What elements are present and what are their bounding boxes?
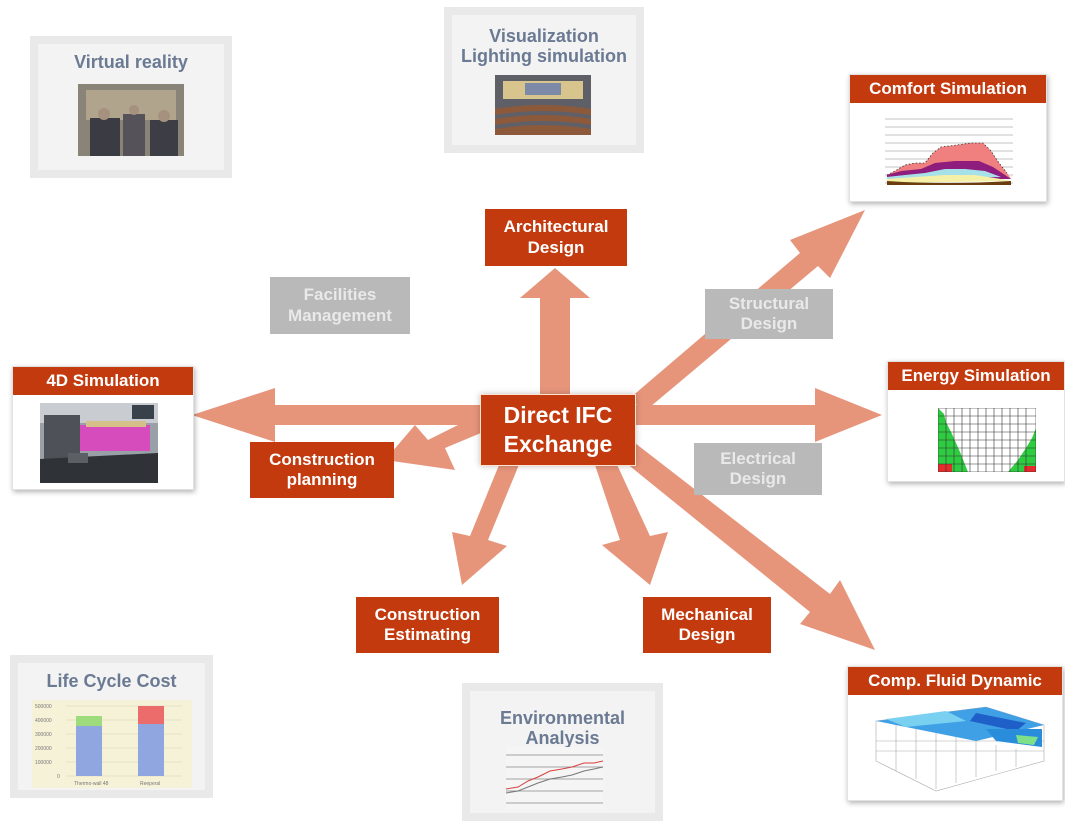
arrow-to-architectural <box>520 268 590 400</box>
arrow-to-construction-estimating <box>452 443 525 585</box>
construction-planning-node: Construction planning <box>250 442 394 498</box>
cfd-panel: Comp. Fluid Dynamic <box>847 666 1063 801</box>
visualization-panel: Visualization Lighting simulation <box>444 7 644 153</box>
lcc-ytick-3: 200000 <box>35 746 52 752</box>
cfd-image <box>875 706 1045 792</box>
construction-estimating-node: Construction Estimating <box>356 597 499 653</box>
lcc-category-1: Reeperal <box>140 781 160 787</box>
environmental-analysis-panel: Environmental Analysis <box>462 683 663 821</box>
life-cycle-cost-title: Life Cycle Cost <box>46 671 177 691</box>
energy-simulation-chart <box>938 408 1036 472</box>
comfort-simulation-panel: Comfort Simulation <box>849 74 1047 202</box>
environmental-analysis-title: Environmental Analysis <box>499 708 626 748</box>
visualization-image <box>495 75 591 135</box>
facilities-management-node: Facilities Management <box>270 277 410 334</box>
virtual-reality-image <box>78 84 184 156</box>
lcc-ytick-4: 100000 <box>35 760 52 766</box>
4d-simulation-image <box>40 403 158 483</box>
lcc-category-0: Thermo-wall 48 <box>74 781 109 787</box>
environmental-chart <box>506 747 603 809</box>
4d-simulation-title: 4D Simulation <box>13 367 193 395</box>
arrow-to-construction-planning <box>385 410 500 470</box>
arrow-to-mechanical <box>590 443 668 585</box>
virtual-reality-title: Virtual reality <box>74 52 188 72</box>
energy-simulation-panel: Energy Simulation <box>887 361 1065 482</box>
life-cycle-cost-panel: Life Cycle Cost 500000 400000 300000 200… <box>10 655 213 798</box>
architectural-design-node: Architectural Design <box>485 209 627 266</box>
lcc-ytick-5: 0 <box>57 774 60 780</box>
lcc-ytick-2: 300000 <box>35 732 52 738</box>
arrow-to-4d-simulation <box>192 388 490 442</box>
virtual-reality-panel: Virtual reality <box>30 36 232 178</box>
electrical-design-node: Electrical Design <box>694 443 822 495</box>
direct-ifc-exchange-hub: Direct IFC Exchange <box>480 394 636 466</box>
arrow-to-energy <box>630 388 882 442</box>
structural-design-node: Structural Design <box>705 289 833 339</box>
arrow-to-cfd <box>610 436 875 650</box>
4d-simulation-panel: 4D Simulation <box>12 366 194 490</box>
visualization-title: Visualization Lighting simulation <box>461 26 627 66</box>
energy-simulation-title: Energy Simulation <box>888 362 1064 390</box>
cfd-title: Comp. Fluid Dynamic <box>848 667 1062 695</box>
comfort-simulation-chart <box>885 118 1013 185</box>
mechanical-design-node: Mechanical Design <box>643 597 771 653</box>
lcc-ytick-0: 500000 <box>35 704 52 710</box>
comfort-simulation-title: Comfort Simulation <box>850 75 1046 103</box>
life-cycle-cost-chart: 500000 400000 300000 200000 100000 0 The… <box>32 700 192 788</box>
lcc-ytick-1: 400000 <box>35 718 52 724</box>
